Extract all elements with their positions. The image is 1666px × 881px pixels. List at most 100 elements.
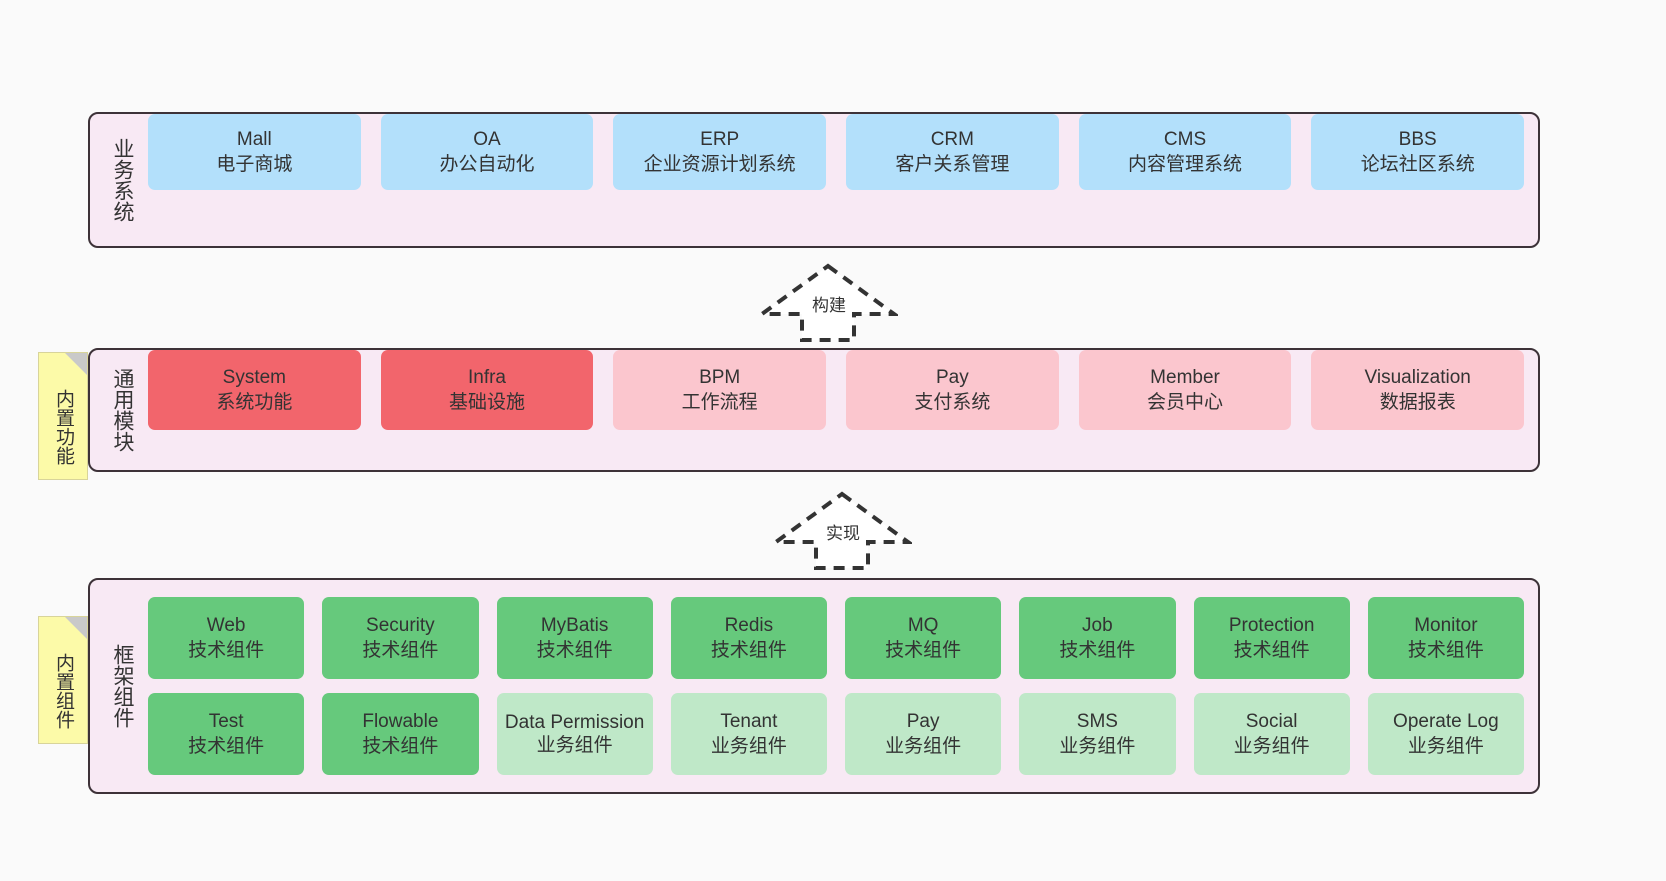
layer-business-systems: 业务系统 Mall 电子商城 OA 办公自动化 ERP 企业资源计划系统 CRM… [88, 112, 1540, 248]
card-sms-title: SMS [1076, 711, 1118, 732]
card-oa[interactable]: OA 办公自动化 [380, 114, 594, 190]
card-crm-sub: 客户关系管理 [895, 154, 1010, 175]
card-mybatis-title: MyBatis [540, 615, 609, 636]
note-builtin-functions: 内置功能 [38, 352, 88, 480]
card-monitor-title: Monitor [1414, 615, 1478, 636]
card-oa-sub: 办公自动化 [439, 154, 535, 175]
card-flowable-sub: 技术组件 [362, 736, 439, 757]
framework-card-grid: Web 技术组件 Security 技术组件 MyBatis 技术组件 Redi… [142, 580, 1538, 792]
card-flowable[interactable]: Flowable 技术组件 [322, 693, 479, 775]
card-pay-module-sub: 支付系统 [914, 392, 991, 413]
card-pay-module[interactable]: Pay 支付系统 [846, 350, 1059, 430]
card-protection-title: Protection [1228, 615, 1315, 636]
card-member-sub: 会员中心 [1147, 392, 1224, 413]
card-system-sub: 系统功能 [216, 392, 293, 413]
card-job[interactable]: Job 技术组件 [1019, 597, 1176, 679]
card-pay-component[interactable]: Pay 业务组件 [845, 693, 1002, 775]
connector-build-label: 构建 [812, 296, 846, 315]
card-oa-title: OA [473, 129, 501, 150]
card-monitor-sub: 技术组件 [1407, 640, 1484, 661]
card-data-permission-title: Data Permission [504, 712, 645, 733]
card-erp-sub: 企业资源计划系统 [643, 154, 796, 175]
card-erp-title: ERP [700, 129, 740, 150]
card-test-title: Test [208, 711, 244, 732]
card-web-sub: 技术组件 [188, 640, 265, 661]
card-protection[interactable]: Protection 技术组件 [1193, 597, 1350, 679]
card-flowable-title: Flowable [362, 711, 439, 732]
card-system-title: System [222, 367, 287, 388]
card-pay-module-title: Pay [935, 367, 969, 388]
card-data-permission[interactable]: Data Permission 业务组件 [496, 693, 653, 775]
card-mall-sub: 电子商城 [216, 154, 293, 175]
layer-business-systems-title: 业务系统 [111, 138, 134, 222]
card-bbs-sub: 论坛社区系统 [1360, 154, 1475, 175]
card-infra-sub: 基础设施 [449, 392, 526, 413]
card-erp[interactable]: ERP 企业资源计划系统 [613, 114, 827, 190]
card-redis-sub: 技术组件 [710, 640, 787, 661]
note-builtin-components-text: 内置组件 [53, 653, 74, 729]
layer-common-modules: 通用模块 System 系统功能 Infra 基础设施 BPM 工作流程 Pay… [88, 348, 1540, 472]
card-mybatis[interactable]: MyBatis 技术组件 [496, 597, 653, 679]
card-cms[interactable]: CMS 内容管理系统 [1078, 114, 1292, 190]
card-mall[interactable]: Mall 电子商城 [148, 114, 361, 190]
card-mq-title: MQ [907, 615, 939, 636]
card-tenant-sub: 业务组件 [710, 736, 787, 757]
card-bbs-title: BBS [1398, 129, 1437, 150]
card-sms[interactable]: SMS 业务组件 [1019, 693, 1176, 775]
card-sms-sub: 业务组件 [1059, 736, 1136, 757]
connector-implement-label: 实现 [826, 524, 860, 543]
card-social-title: Social [1245, 711, 1298, 732]
card-visualization[interactable]: Visualization 数据报表 [1311, 350, 1525, 430]
card-crm[interactable]: CRM 客户关系管理 [846, 114, 1059, 190]
card-security-title: Security [366, 615, 435, 636]
card-monitor[interactable]: Monitor 技术组件 [1367, 597, 1524, 679]
card-redis-title: Redis [724, 615, 774, 636]
card-pay-component-title: Pay [906, 711, 940, 732]
connector-build-arrow [755, 263, 901, 342]
card-bbs[interactable]: BBS 论坛社区系统 [1311, 114, 1525, 190]
note-fold-corner-icon [65, 617, 87, 639]
card-mall-title: Mall [236, 129, 272, 150]
card-test-sub: 技术组件 [188, 736, 265, 757]
card-web[interactable]: Web 技术组件 [148, 597, 305, 679]
card-security[interactable]: Security 技术组件 [322, 597, 479, 679]
card-system[interactable]: System 系统功能 [148, 350, 361, 430]
card-redis[interactable]: Redis 技术组件 [670, 597, 827, 679]
note-builtin-components: 内置组件 [38, 616, 88, 744]
card-mq-sub: 技术组件 [885, 640, 962, 661]
framework-row-tech: Web 技术组件 Security 技术组件 MyBatis 技术组件 Redi… [148, 597, 1524, 679]
card-bpm[interactable]: BPM 工作流程 [613, 350, 827, 430]
card-social[interactable]: Social 业务组件 [1193, 693, 1350, 775]
connector-implement: 实现 [769, 490, 915, 572]
note-fold-corner-icon [65, 353, 87, 375]
card-web-title: Web [206, 615, 246, 636]
card-cms-sub: 内容管理系统 [1128, 154, 1243, 175]
layer-framework-components-title: 框架组件 [111, 644, 134, 728]
card-bpm-title: BPM [699, 367, 741, 388]
card-operate-log[interactable]: Operate Log 业务组件 [1367, 693, 1524, 775]
card-bpm-sub: 工作流程 [681, 392, 758, 413]
card-tenant[interactable]: Tenant 业务组件 [670, 693, 827, 775]
common-module-card-list: System 系统功能 Infra 基础设施 BPM 工作流程 Pay 支付系统… [142, 350, 1538, 470]
card-job-sub: 技术组件 [1059, 640, 1136, 661]
card-social-sub: 业务组件 [1233, 736, 1310, 757]
framework-row-business: Test 技术组件 Flowable 技术组件 Data Permission … [148, 693, 1524, 775]
card-tenant-title: Tenant [720, 711, 778, 732]
card-infra-title: Infra [467, 367, 507, 388]
card-infra[interactable]: Infra 基础设施 [380, 350, 594, 430]
layer-common-modules-title: 通用模块 [111, 368, 134, 452]
card-job-title: Job [1082, 615, 1113, 636]
card-pay-component-sub: 业务组件 [885, 736, 962, 757]
card-test[interactable]: Test 技术组件 [148, 693, 305, 775]
note-builtin-functions-text: 内置功能 [53, 389, 74, 465]
card-operate-log-sub: 业务组件 [1407, 736, 1484, 757]
card-operate-log-title: Operate Log [1393, 711, 1499, 732]
card-member[interactable]: Member 会员中心 [1078, 350, 1292, 430]
connector-build: 构建 [755, 262, 901, 344]
card-mq[interactable]: MQ 技术组件 [845, 597, 1002, 679]
card-protection-sub: 技术组件 [1233, 640, 1310, 661]
card-visualization-title: Visualization [1364, 367, 1471, 388]
card-security-sub: 技术组件 [362, 640, 439, 661]
card-visualization-sub: 数据报表 [1379, 392, 1456, 413]
